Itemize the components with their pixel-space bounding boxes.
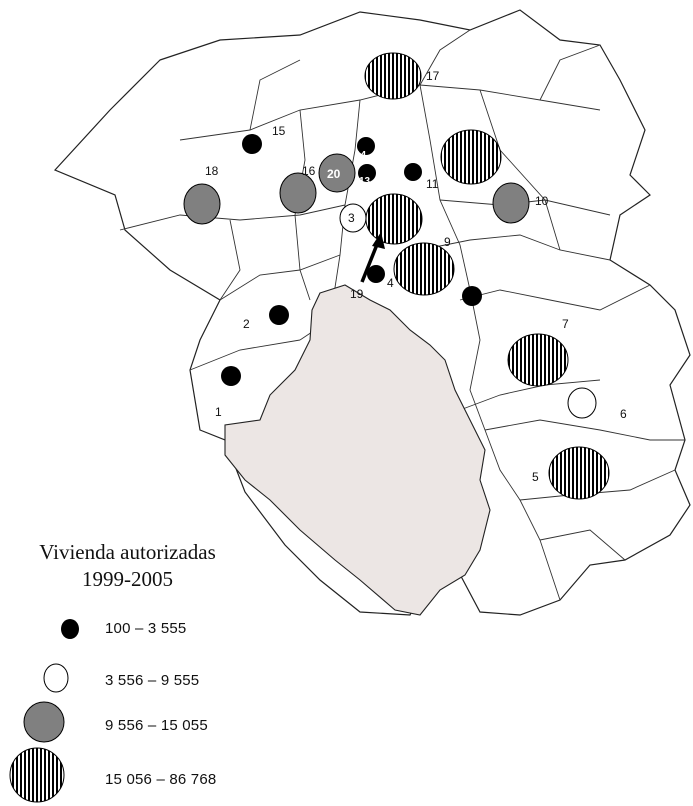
symbol-4 — [367, 265, 385, 283]
label-16: 16 — [302, 164, 316, 178]
label-10: 10 — [535, 194, 549, 208]
legend-black-symbol — [61, 619, 79, 639]
symbol-13 — [358, 164, 376, 182]
symbol-16 — [279, 172, 317, 214]
symbol-5 — [548, 446, 610, 500]
label-7: 7 — [562, 317, 569, 331]
symbol-striped-nw11 — [440, 129, 502, 185]
legend-label-white: 3 556 – 9 555 — [105, 672, 200, 689]
symbol-11 — [404, 163, 422, 181]
label-20: 20 — [327, 167, 341, 181]
arrow-19 — [360, 232, 385, 283]
label-6: 6 — [620, 407, 627, 421]
symbol-1 — [221, 366, 241, 386]
legend-title-line1: Vivienda autorizadas — [39, 540, 216, 564]
legend-label-striped: 15 056 – 86 768 — [105, 771, 217, 788]
symbol-6 — [567, 387, 597, 419]
label-2: 2 — [243, 317, 250, 331]
label-14: 14 — [355, 150, 367, 161]
legend-striped-symbol — [9, 747, 65, 803]
label-3: 3 — [348, 211, 355, 225]
legend-white-symbol — [43, 663, 69, 693]
map-symbols — [183, 52, 610, 500]
symbol-7 — [507, 333, 569, 387]
label-4: 4 — [387, 276, 394, 290]
symbol-9 — [393, 242, 455, 296]
legend-label-black: 100 – 3 555 — [105, 620, 187, 637]
symbol-15 — [364, 52, 422, 100]
label-15: 17 — [426, 69, 440, 83]
label-1: 1 — [215, 405, 222, 419]
label-17: 15 — [272, 124, 286, 138]
symbol-black-e9 — [462, 286, 482, 306]
symbol-2 — [269, 305, 289, 325]
symbol-19 — [365, 193, 423, 245]
symbol-10 — [492, 182, 530, 224]
legend-label-gray: 9 556 – 15 055 — [105, 717, 208, 734]
symbol-20 — [318, 153, 356, 193]
label-9: 9 — [444, 235, 451, 249]
legend-gray-symbol — [23, 701, 65, 743]
label-5: 5 — [532, 470, 539, 484]
symbol-17 — [242, 134, 262, 154]
label-11: 11 — [426, 177, 439, 191]
label-19: 19 — [350, 287, 364, 301]
legend-title-line2: 1999-2005 — [82, 567, 173, 591]
municipality-labels: 17 15 14 13 11 20 16 18 10 3 9 4 19 2 7 … — [205, 69, 627, 484]
highlighted-municipality — [224, 284, 491, 616]
legend-symbols — [9, 619, 79, 803]
symbol-18 — [183, 183, 221, 225]
label-13: 13 — [359, 176, 371, 187]
label-18: 18 — [205, 164, 219, 178]
symbol-14 — [357, 137, 375, 155]
